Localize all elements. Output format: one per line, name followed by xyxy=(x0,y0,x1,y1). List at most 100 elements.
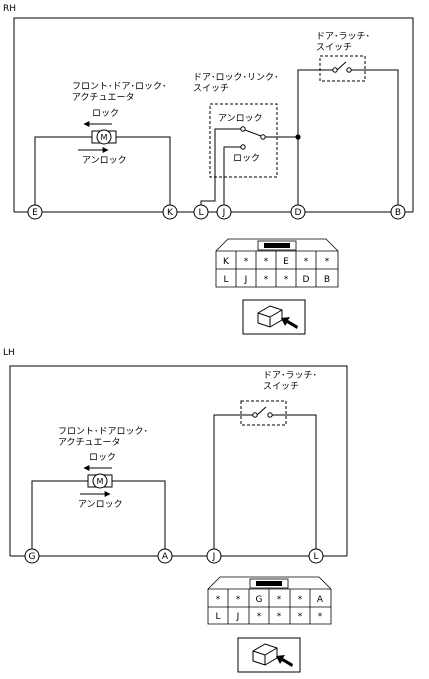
lh-terminal-a-label: A xyxy=(162,552,169,562)
rh-junction-dot xyxy=(295,134,301,140)
rh-terminal-d xyxy=(290,204,306,220)
lh-connector-cell: J xyxy=(236,612,240,622)
rh-actuator-unlock-label: アンロック xyxy=(82,155,127,166)
lh-actuator-unlock-label: アンロック xyxy=(78,499,123,510)
rh-actuator-lock-label: ロック xyxy=(92,108,119,119)
lh-connector-cell: * xyxy=(236,595,241,605)
rh-connector-cells: K * * E * * L J * * D B xyxy=(223,257,330,285)
rh-actuator-wire-left xyxy=(34,136,92,212)
lh-latch-switch-lever xyxy=(256,406,267,416)
rh-door-latch-line2: スイッチ xyxy=(316,42,352,53)
lh-door-latch-line1: ドア･ラッチ･ xyxy=(263,370,317,381)
lh-section-label: LH xyxy=(3,348,15,358)
lh-actuator-label: フロント･ドアロック･アクチュエータ xyxy=(58,426,148,448)
rh-connector-cell: * xyxy=(244,257,249,267)
lh-connector-view-icon xyxy=(237,637,301,673)
rh-motor-icon xyxy=(96,129,112,145)
rh-link-contact-lock xyxy=(240,144,246,150)
lh-terminal-g-label: G xyxy=(29,552,36,562)
lh-connector-cell: * xyxy=(318,612,323,622)
rh-connector-cell: K xyxy=(223,257,230,267)
rh-latch-wire-right xyxy=(351,69,399,212)
lh-connector-cell: * xyxy=(257,612,262,622)
rh-link-lock-label: ロック xyxy=(233,153,260,164)
lh-connector-cells: * * G * * A L J * * * * xyxy=(215,595,323,622)
rh-door-latch-switch-label: ドア･ラッチ･スイッチ xyxy=(316,31,370,53)
rh-actuator-label: フロント･ドア･ロック･アクチュエータ xyxy=(72,81,167,103)
rh-link-unlock-label: アンロック xyxy=(218,113,263,124)
rh-connector-cell: L xyxy=(223,275,228,285)
lh-terminal-j-label: J xyxy=(212,552,216,562)
rh-connector-cell: * xyxy=(264,275,269,285)
rh-actuator-wire-right xyxy=(116,136,171,212)
rh-connector-cell: B xyxy=(324,275,330,285)
rh-latch-contact-right xyxy=(346,67,352,73)
lh-terminal-l-label: L xyxy=(313,552,318,562)
rh-link-switch-line2: スイッチ xyxy=(193,83,229,94)
rh-link-contact-common xyxy=(260,134,266,140)
rh-connector-latch-inner xyxy=(264,243,290,248)
lh-latch-contact-right xyxy=(267,412,273,418)
lh-terminal-j xyxy=(206,548,222,564)
rh-section-label: RH xyxy=(3,4,16,14)
lh-connector-cell: * xyxy=(277,595,282,605)
lh-connector-cell: L xyxy=(215,612,220,622)
rh-actuator-line1: フロント･ドア･ロック･ xyxy=(72,81,167,92)
rh-latch-contact-left xyxy=(332,67,338,73)
rh-connector-cell: * xyxy=(304,257,309,267)
rh-terminal-k xyxy=(162,204,178,220)
rh-outer-frame xyxy=(13,17,414,212)
rh-motor-symbol: M xyxy=(101,133,108,142)
rh-connector-cell: D xyxy=(303,275,310,285)
rh-latch-switch-lever xyxy=(336,61,347,71)
rh-terminal-b-label: B xyxy=(395,208,401,218)
rh-terminal-b xyxy=(390,204,406,220)
rh-terminal-j-label: J xyxy=(222,208,226,218)
lh-connector-cell: * xyxy=(216,595,221,605)
rh-link-switch-line1: ドア･ロック･リンク･ xyxy=(193,72,279,83)
lh-connector-latch-inner xyxy=(256,581,282,586)
lh-actuator-line2: アクチュエータ xyxy=(58,437,121,448)
rh-connector-cell: * xyxy=(325,257,330,267)
rh-link-switch-label: ドア･ロック･リンク･スイッチ xyxy=(193,72,279,94)
lh-door-latch-switch-box xyxy=(240,400,287,426)
lh-connector-cell: A xyxy=(317,595,324,605)
rh-terminal-k-label: K xyxy=(167,208,174,218)
lh-terminal-a xyxy=(157,548,173,564)
rh-link-wire-unlock xyxy=(200,128,241,212)
lh-actuator-line1: フロント･ドアロック･ xyxy=(58,426,148,437)
lh-latch-contact-left xyxy=(252,412,258,418)
rh-link-wire-lock xyxy=(223,146,241,212)
rh-actuator-line2: アクチュエータ xyxy=(72,92,135,103)
rh-connector-cell: J xyxy=(244,275,248,285)
lh-connector-cell: * xyxy=(298,612,303,622)
rh-connector-cell: E xyxy=(283,257,289,267)
lh-connector-cell: * xyxy=(298,595,303,605)
rh-latch-wire-left xyxy=(297,69,333,212)
rh-door-latch-line1: ドア･ラッチ･ xyxy=(316,31,370,42)
lh-motor-symbol: M xyxy=(97,477,104,486)
rh-connector-plug-icon xyxy=(257,305,298,329)
rh-door-latch-switch-box xyxy=(319,55,366,82)
rh-link-contact-unlock xyxy=(240,126,246,132)
rh-connector-cell: * xyxy=(284,275,289,285)
lh-motor-icon xyxy=(92,473,108,489)
lh-door-latch-line2: スイッチ xyxy=(263,381,299,392)
rh-connector-cell: * xyxy=(264,257,269,267)
lh-connector-cell: G xyxy=(256,595,263,605)
lh-terminal-l xyxy=(308,548,324,564)
lh-connector-plug-icon xyxy=(252,643,293,667)
lh-connector-cell: * xyxy=(277,612,282,622)
lh-latch-wire-left xyxy=(213,414,253,556)
rh-terminal-l xyxy=(193,204,209,220)
lh-outer-frame xyxy=(9,365,348,556)
rh-terminal-j xyxy=(216,204,232,220)
rh-link-switch-lever xyxy=(244,129,262,137)
lh-latch-wire-right xyxy=(272,414,317,556)
rh-terminal-d-label: D xyxy=(295,208,302,218)
lh-actuator-lock-label: ロック xyxy=(89,452,116,463)
lh-actuator-wire-right xyxy=(112,480,166,556)
lh-actuator-wire-left xyxy=(31,480,88,556)
lh-terminal-g xyxy=(24,548,40,564)
